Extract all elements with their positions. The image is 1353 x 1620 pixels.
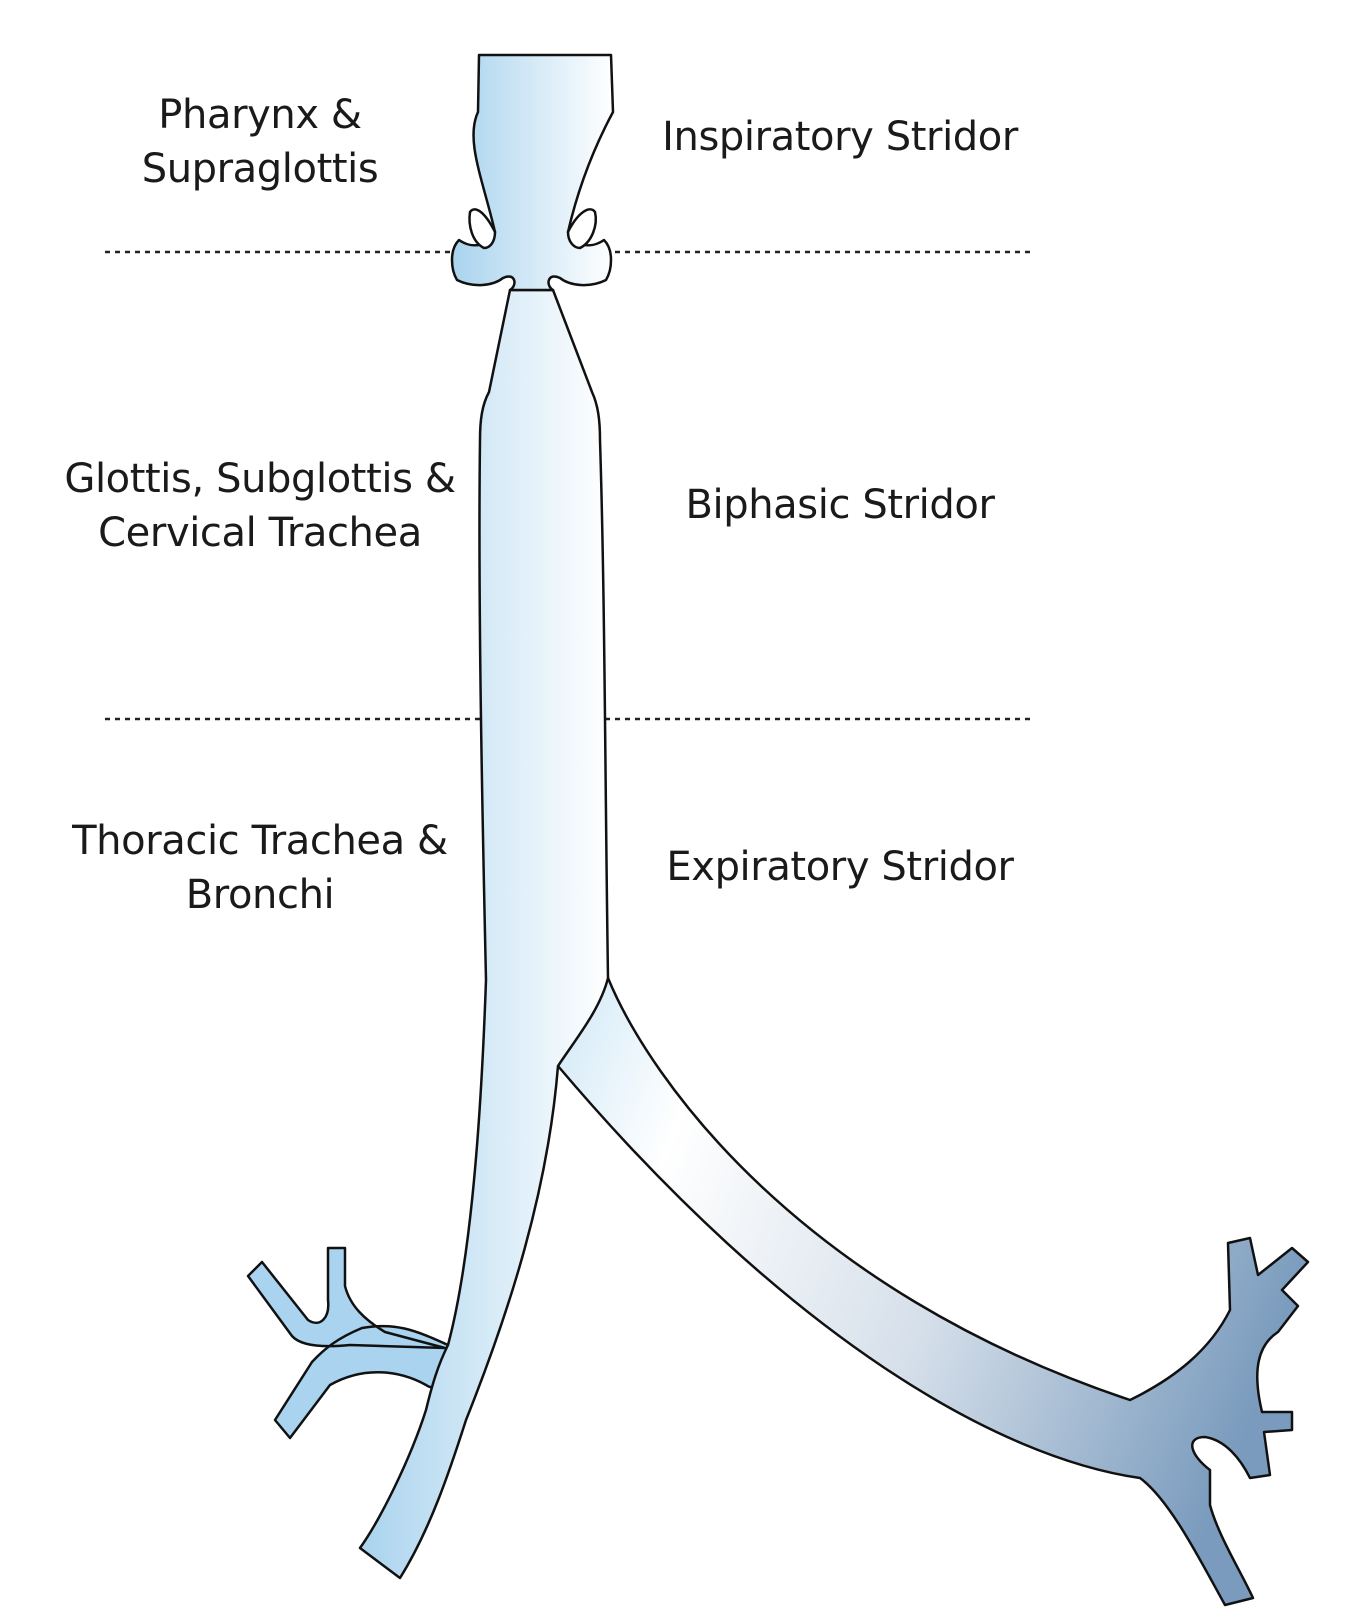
region-label-line1: Thoracic Trachea &: [72, 818, 448, 864]
region-label-line2: Bronchi: [185, 872, 335, 918]
aryepiglottic-fold-left: [468, 208, 497, 250]
trachea: [358, 288, 610, 1580]
stridor-label-expiratory: Expiratory Stridor: [666, 844, 1014, 890]
region-label-line2: Supraglottis: [141, 146, 379, 192]
region-label-subglottis: Glottis, Subglottis & Cervical Trachea: [0, 452, 520, 560]
region-label-thoracic: Thoracic Trachea & Bronchi: [0, 814, 520, 922]
aryepiglottic-fold-right: [566, 208, 597, 250]
region-label-line1: Glottis, Subglottis &: [64, 456, 456, 502]
region-label-supraglottis: Pharynx & Supraglottis: [0, 88, 520, 196]
region-label-line2: Cervical Trachea: [98, 510, 422, 556]
left-bronchus-branch: [246, 1246, 450, 1440]
stridor-label-inspiratory: Inspiratory Stridor: [662, 114, 1018, 160]
region-label-line1: Pharynx &: [158, 92, 362, 138]
right-main-bronchus: [556, 976, 1310, 1607]
stridor-label-biphasic: Biphasic Stridor: [685, 482, 995, 528]
